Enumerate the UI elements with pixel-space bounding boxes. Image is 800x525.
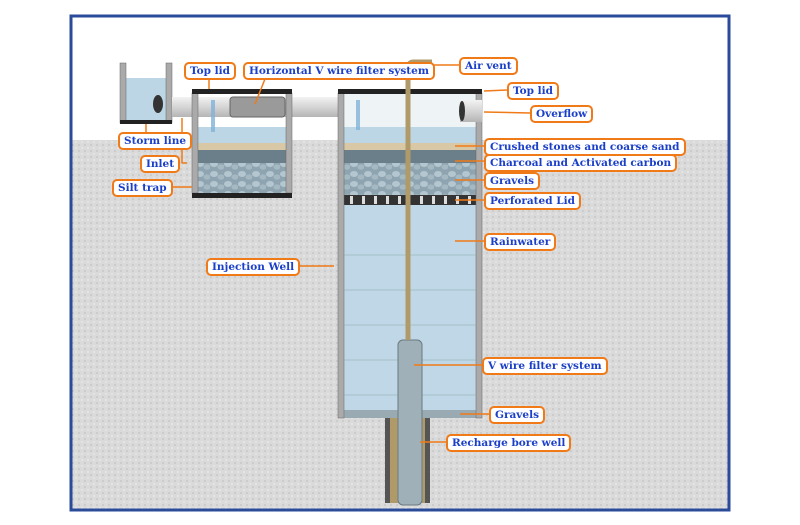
label-crushed-stones: Crushed stones and coarse sand	[484, 138, 686, 156]
label-overflow: Overflow	[530, 105, 594, 123]
label-inlet: Inlet	[140, 155, 181, 173]
label-charcoal: Charcoal and Activated carbon	[484, 154, 678, 172]
label-top-lid-left: Top lid	[184, 62, 236, 80]
label-recharge-bore-well: Recharge bore well	[446, 434, 572, 452]
label-rainwater: Rainwater	[484, 233, 557, 251]
label-gravels-bottom: Gravels	[489, 406, 545, 424]
label-top-lid-right: Top lid	[507, 82, 559, 100]
frame-border	[69, 14, 731, 512]
label-storm-line: Storm line	[118, 132, 193, 150]
callout-arrows	[145, 64, 531, 443]
label-silt-trap: Silt trap	[112, 179, 173, 197]
overflow-pipe	[460, 100, 482, 122]
label-perforated-lid: Perforated Lid	[484, 192, 581, 210]
label-gravels-top: Gravels	[484, 172, 540, 190]
label-horizontal-filter: Horizontal V wire filter system	[243, 62, 435, 80]
label-v-wire-filter: V wire filter system	[482, 357, 608, 375]
horizontal-v-wire-filter	[229, 96, 286, 118]
storm-line-chamber	[119, 62, 173, 124]
label-air-vent: Air vent	[459, 57, 518, 75]
silt-trap-chamber	[191, 89, 293, 198]
label-injection-well: Injection Well	[206, 258, 301, 276]
